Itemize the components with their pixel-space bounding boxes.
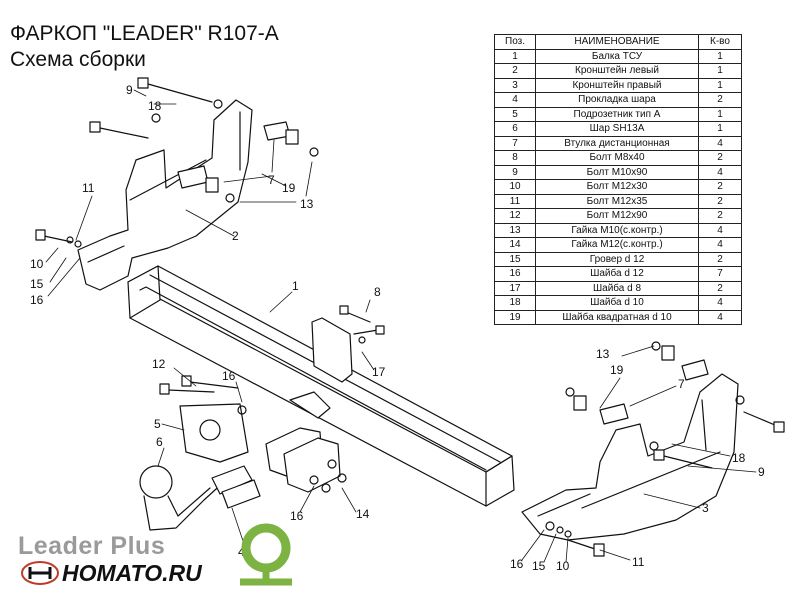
callout-16-left: 16 (30, 293, 44, 307)
center-plates (265, 317, 353, 493)
callout-11-left: 11 (82, 181, 95, 195)
callout-10-left: 10 (30, 257, 44, 271)
callout-7-left: 7 (268, 173, 275, 187)
callout-18-left: 18 (148, 99, 162, 113)
callout-18-right: 18 (732, 451, 746, 465)
cell-qty: 4 (698, 222, 742, 238)
callout-16-bottom: 16 (290, 509, 304, 523)
callout-17: 17 (372, 365, 386, 379)
cell-name: Гайка М10(с.контр.) (535, 222, 699, 238)
brand-logo-text: Leader Plus (18, 532, 166, 560)
emblem-icon (240, 523, 292, 586)
callout-19-right: 19 (610, 363, 624, 377)
right-bracket (521, 373, 739, 541)
bolts-right (567, 411, 785, 557)
callouts: 9 18 7 19 13 2 11 10 15 16 1 8 17 12 16 … (30, 83, 765, 573)
cell-qty: 4 (698, 309, 742, 325)
cell-qty: 2 (698, 150, 742, 166)
cell-qty: 2 (698, 208, 742, 224)
callout-15-left: 15 (30, 277, 44, 291)
cell-qty: 2 (698, 179, 742, 195)
cell-pos: 11 (494, 193, 536, 209)
callout-16-center: 16 (222, 369, 236, 383)
cell-name: Болт М10х90 (535, 164, 699, 180)
callout-16-right: 16 (510, 557, 524, 571)
callout-6: 6 (156, 435, 163, 449)
cell-qty: 2 (698, 193, 742, 209)
callout-3: 3 (702, 501, 709, 515)
callout-10-right: 10 (556, 559, 570, 573)
callout-7-right: 7 (678, 377, 685, 391)
leader-lines (45, 89, 757, 563)
page-title: ФАРКОП "LEADER" R107-A (10, 22, 279, 45)
cell-qty: 1 (698, 121, 742, 137)
cell-qty: 4 (698, 237, 742, 253)
callout-1: 1 (292, 279, 299, 293)
cell-qty: 4 (698, 135, 742, 151)
callout-19-left: 19 (282, 181, 296, 195)
cell-pos: 10 (494, 179, 536, 195)
callout-12: 12 (152, 357, 166, 371)
callout-9-left: 9 (126, 83, 133, 97)
parts-table-header: Поз. НАИМЕНОВАНИЕ К-во (494, 34, 742, 50)
cell-pos: 19 (494, 309, 536, 325)
spacers-washers (66, 99, 745, 538)
callout-14: 14 (356, 507, 370, 521)
socket-plate (179, 403, 249, 463)
cell-qty: 1 (698, 106, 742, 122)
callout-2: 2 (232, 229, 239, 243)
tow-ball (139, 465, 227, 531)
page-subtitle: Схема сборки (10, 48, 146, 71)
cell-pos: 9 (494, 164, 536, 180)
callout-5: 5 (154, 417, 161, 431)
callout-15-right: 15 (532, 559, 546, 573)
brand-mark-icon (21, 561, 59, 585)
callout-13-left: 13 (300, 197, 314, 211)
callout-13-right: 13 (596, 347, 610, 361)
ball-spacers (211, 465, 261, 509)
callout-8: 8 (374, 285, 381, 299)
cell-qty: 4 (698, 164, 742, 180)
callout-4: 4 (238, 545, 245, 559)
callout-11-right: 11 (632, 555, 645, 569)
left-bracket (77, 99, 253, 291)
site-logo-text: HOMATO.RU (62, 560, 202, 586)
cell-name: Болт М12х90 (535, 208, 699, 224)
callout-9-right: 9 (758, 465, 765, 479)
